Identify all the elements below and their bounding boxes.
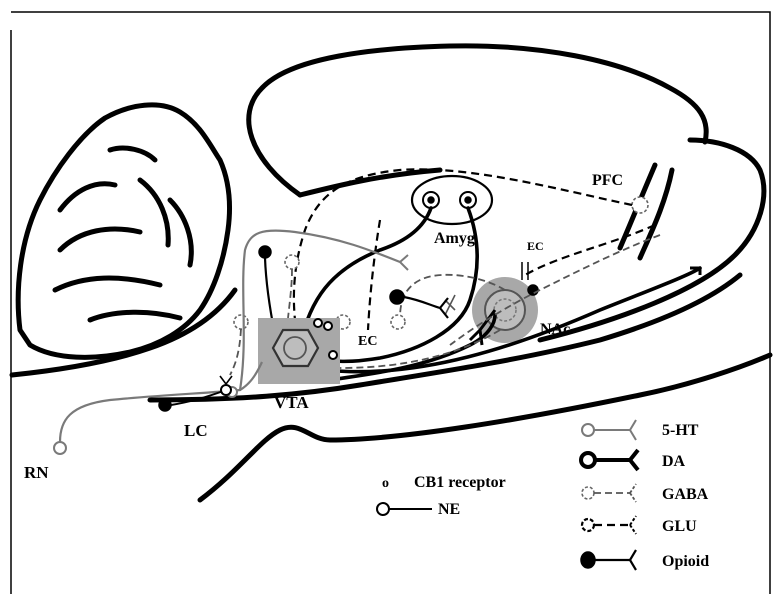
legend-gaba-label: GABA bbox=[662, 486, 709, 503]
legend-opioid-label: Opioid bbox=[662, 553, 709, 570]
ne-terminal-fork bbox=[220, 376, 232, 384]
legend-da-line bbox=[595, 450, 638, 470]
label-pfc: PFC bbox=[592, 172, 623, 189]
amyg-neuron-2-core bbox=[465, 197, 471, 203]
brainstem-outline bbox=[12, 290, 235, 375]
label-nac: NAc bbox=[540, 321, 570, 338]
ser-terminal bbox=[400, 255, 408, 270]
amyg-neuron-1-core bbox=[428, 197, 434, 203]
legend-opioid-soma bbox=[581, 552, 595, 568]
glu-vta-mid bbox=[368, 220, 380, 330]
legend-gaba-fork bbox=[630, 484, 636, 502]
vta-cb1-3 bbox=[329, 351, 337, 359]
label-ec-nac: EC bbox=[527, 239, 544, 253]
opioid-neuron-mid bbox=[390, 290, 404, 304]
nac-ec-marks bbox=[522, 262, 528, 280]
legend-da-soma bbox=[581, 453, 595, 467]
legend-glu-soma bbox=[582, 519, 594, 531]
cerebellum-outline bbox=[18, 105, 229, 357]
label-ec-vta: EC bbox=[358, 334, 377, 349]
lc-neuron bbox=[159, 399, 171, 411]
legend-opioid-line bbox=[595, 550, 636, 570]
legend-cb1-label: CB1 receptor bbox=[414, 474, 506, 491]
gaba-terminal-mid bbox=[445, 295, 455, 315]
label-rn: RN bbox=[24, 463, 49, 482]
gaba-neuron-mid bbox=[391, 315, 405, 329]
legend-gaba-soma bbox=[582, 487, 594, 499]
legend-5ht-line bbox=[594, 420, 636, 440]
pfc-neuron bbox=[632, 197, 648, 213]
opioid-mid-projection bbox=[404, 297, 448, 318]
legend-5ht-soma bbox=[582, 424, 594, 436]
label-vta: VTA bbox=[274, 393, 309, 412]
olfactory-outline bbox=[620, 165, 672, 258]
legend-ne: NE bbox=[377, 501, 460, 518]
vta-cb1-2 bbox=[324, 322, 332, 330]
legend-cb1: o CB1 receptor bbox=[382, 474, 506, 491]
cortex-outline bbox=[249, 46, 706, 195]
legend-ne-label: NE bbox=[438, 501, 460, 518]
legend-ne-soma bbox=[377, 503, 389, 515]
legend-da-label: DA bbox=[662, 453, 686, 470]
label-amyg: Amyg bbox=[434, 230, 475, 247]
gaba-left-projection bbox=[230, 329, 241, 375]
label-lc: LC bbox=[184, 421, 208, 440]
ne-terminal-neuron bbox=[221, 385, 231, 395]
nac-opioid-dot bbox=[528, 285, 538, 295]
opioid-neuron-upper bbox=[259, 246, 271, 258]
legend-5ht-label: 5-HT bbox=[662, 422, 699, 439]
legend-glu-fork bbox=[630, 516, 636, 534]
legend-key: 5-HT DA GABA GLU Opioid bbox=[581, 420, 709, 570]
vta-neuron bbox=[273, 330, 318, 366]
legend-cb1-symbol: o bbox=[382, 476, 389, 491]
rn-neuron bbox=[54, 442, 66, 454]
legend-glu-label: GLU bbox=[662, 518, 697, 535]
gaba-neuron-left bbox=[234, 315, 248, 329]
gaba-upper-projection bbox=[288, 269, 292, 318]
ventral-outline bbox=[150, 275, 740, 400]
ser-rn-projection bbox=[60, 231, 400, 442]
vta-cb1-1 bbox=[314, 319, 322, 327]
gaba-neuron-upper bbox=[285, 255, 299, 269]
pfc-glu-to-nac bbox=[525, 225, 655, 275]
